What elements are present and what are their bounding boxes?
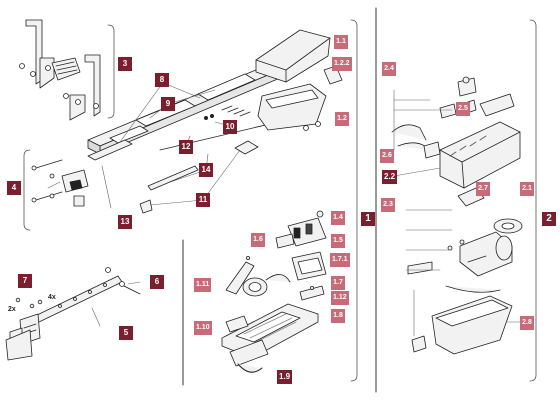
section-dividers [182,7,377,393]
callout-1-2: 1.2 [335,112,349,126]
callout-4: 4 [7,181,21,195]
lamp-assembly-1-11 [225,261,291,297]
leader-lines-hanger [91,281,141,327]
callout-6: 6 [150,275,164,289]
callout-1-5: 1.5 [331,234,345,248]
callout-12: 12 [179,140,193,154]
cover-2-8 [411,295,513,355]
callout-1-7: 1.7 [331,276,345,290]
rail-screws [203,105,251,121]
callout-9: 9 [161,97,175,111]
callout-10: 10 [223,120,237,134]
motor-cover-1-1 [255,29,331,83]
callout-2-3: 2.3 [381,198,395,212]
callout-7: 7 [18,274,32,288]
quantity-mark-4x: 4x [48,294,56,301]
base-plate-1-8 [221,303,319,373]
callout-1: 1 [361,212,375,226]
callout-2-2: 2.2 [382,170,398,184]
gear-housing-2-2 [439,121,521,189]
section-brackets [23,19,537,382]
callout-5: 5 [119,326,133,340]
rail-sections [87,63,281,161]
callout-14: 14 [199,163,213,177]
ceiling-hanger-parts [5,267,141,361]
callout-1-10: 1.10 [194,321,212,335]
wall-bracket-part-3 [25,19,101,121]
callout-2-4: 2.4 [382,62,396,76]
callout-8: 8 [155,73,169,87]
leader-lines-upper [47,83,241,209]
callout-2-1: 2.1 [520,182,534,196]
callout-1-12: 1.12 [331,291,349,305]
callout-1-1: 1.1 [334,35,348,49]
housing-1-2 [257,65,343,131]
callout-1-7-1: 1.7.1 [330,253,350,267]
callout-2-8: 2.8 [520,316,534,330]
callout-1-2-2: 1.2.2 [332,57,352,71]
callout-2-5: 2.5 [456,102,470,116]
callout-3: 3 [118,57,132,71]
callout-2-7: 2.7 [476,182,490,196]
callout-11: 11 [196,193,210,207]
drive-gears [439,76,523,234]
quantity-mark-2x: 2x [8,306,16,313]
wall-bracket-fasteners [19,63,99,109]
motor-2-3 [447,231,513,277]
callout-1-4: 1.4 [331,211,345,225]
callout-1-11: 1.11 [194,278,212,292]
callout-1-8: 1.8 [331,309,345,323]
control-board-parts [245,210,327,301]
mounting-clamp-part-4 [31,159,89,207]
callout-1-9: 1.9 [277,370,293,384]
callout-13: 13 [118,215,132,229]
callout-1-6: 1.6 [251,233,265,247]
callout-2-6: 2.6 [380,149,394,163]
leader-lines-drive [393,89,531,337]
callout-2: 2 [542,212,556,226]
rod-parts [139,117,296,214]
